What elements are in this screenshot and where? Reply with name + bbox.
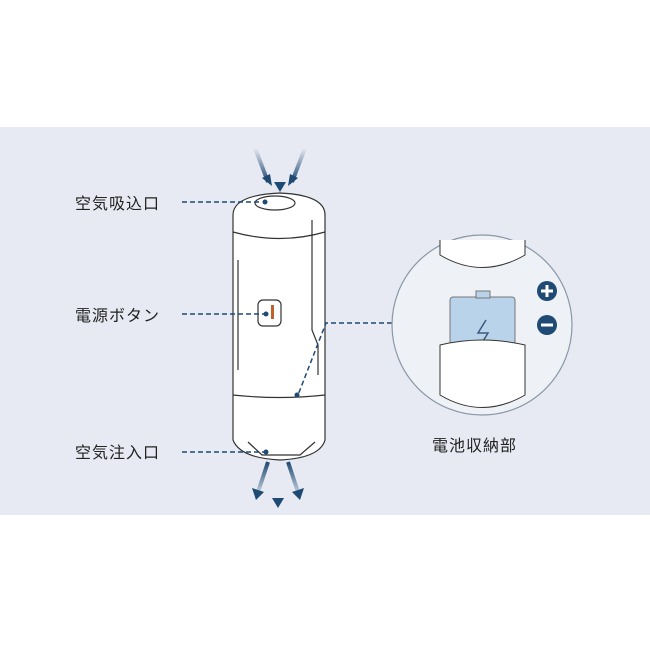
label-air-intake: 空気吸込口 (75, 194, 161, 213)
label-battery-compartment: 電池収納部 (432, 436, 518, 455)
leader-lines (182, 201, 392, 453)
lightning-icon (476, 319, 490, 347)
outlet-arrows-icon (256, 461, 300, 500)
battery-detail-circle (391, 234, 573, 416)
label-air-outlet: 空気注入口 (75, 443, 161, 462)
intake-arrows-icon (253, 145, 307, 186)
device-body (232, 192, 326, 461)
label-power-button: 電源ボタン (75, 306, 161, 325)
